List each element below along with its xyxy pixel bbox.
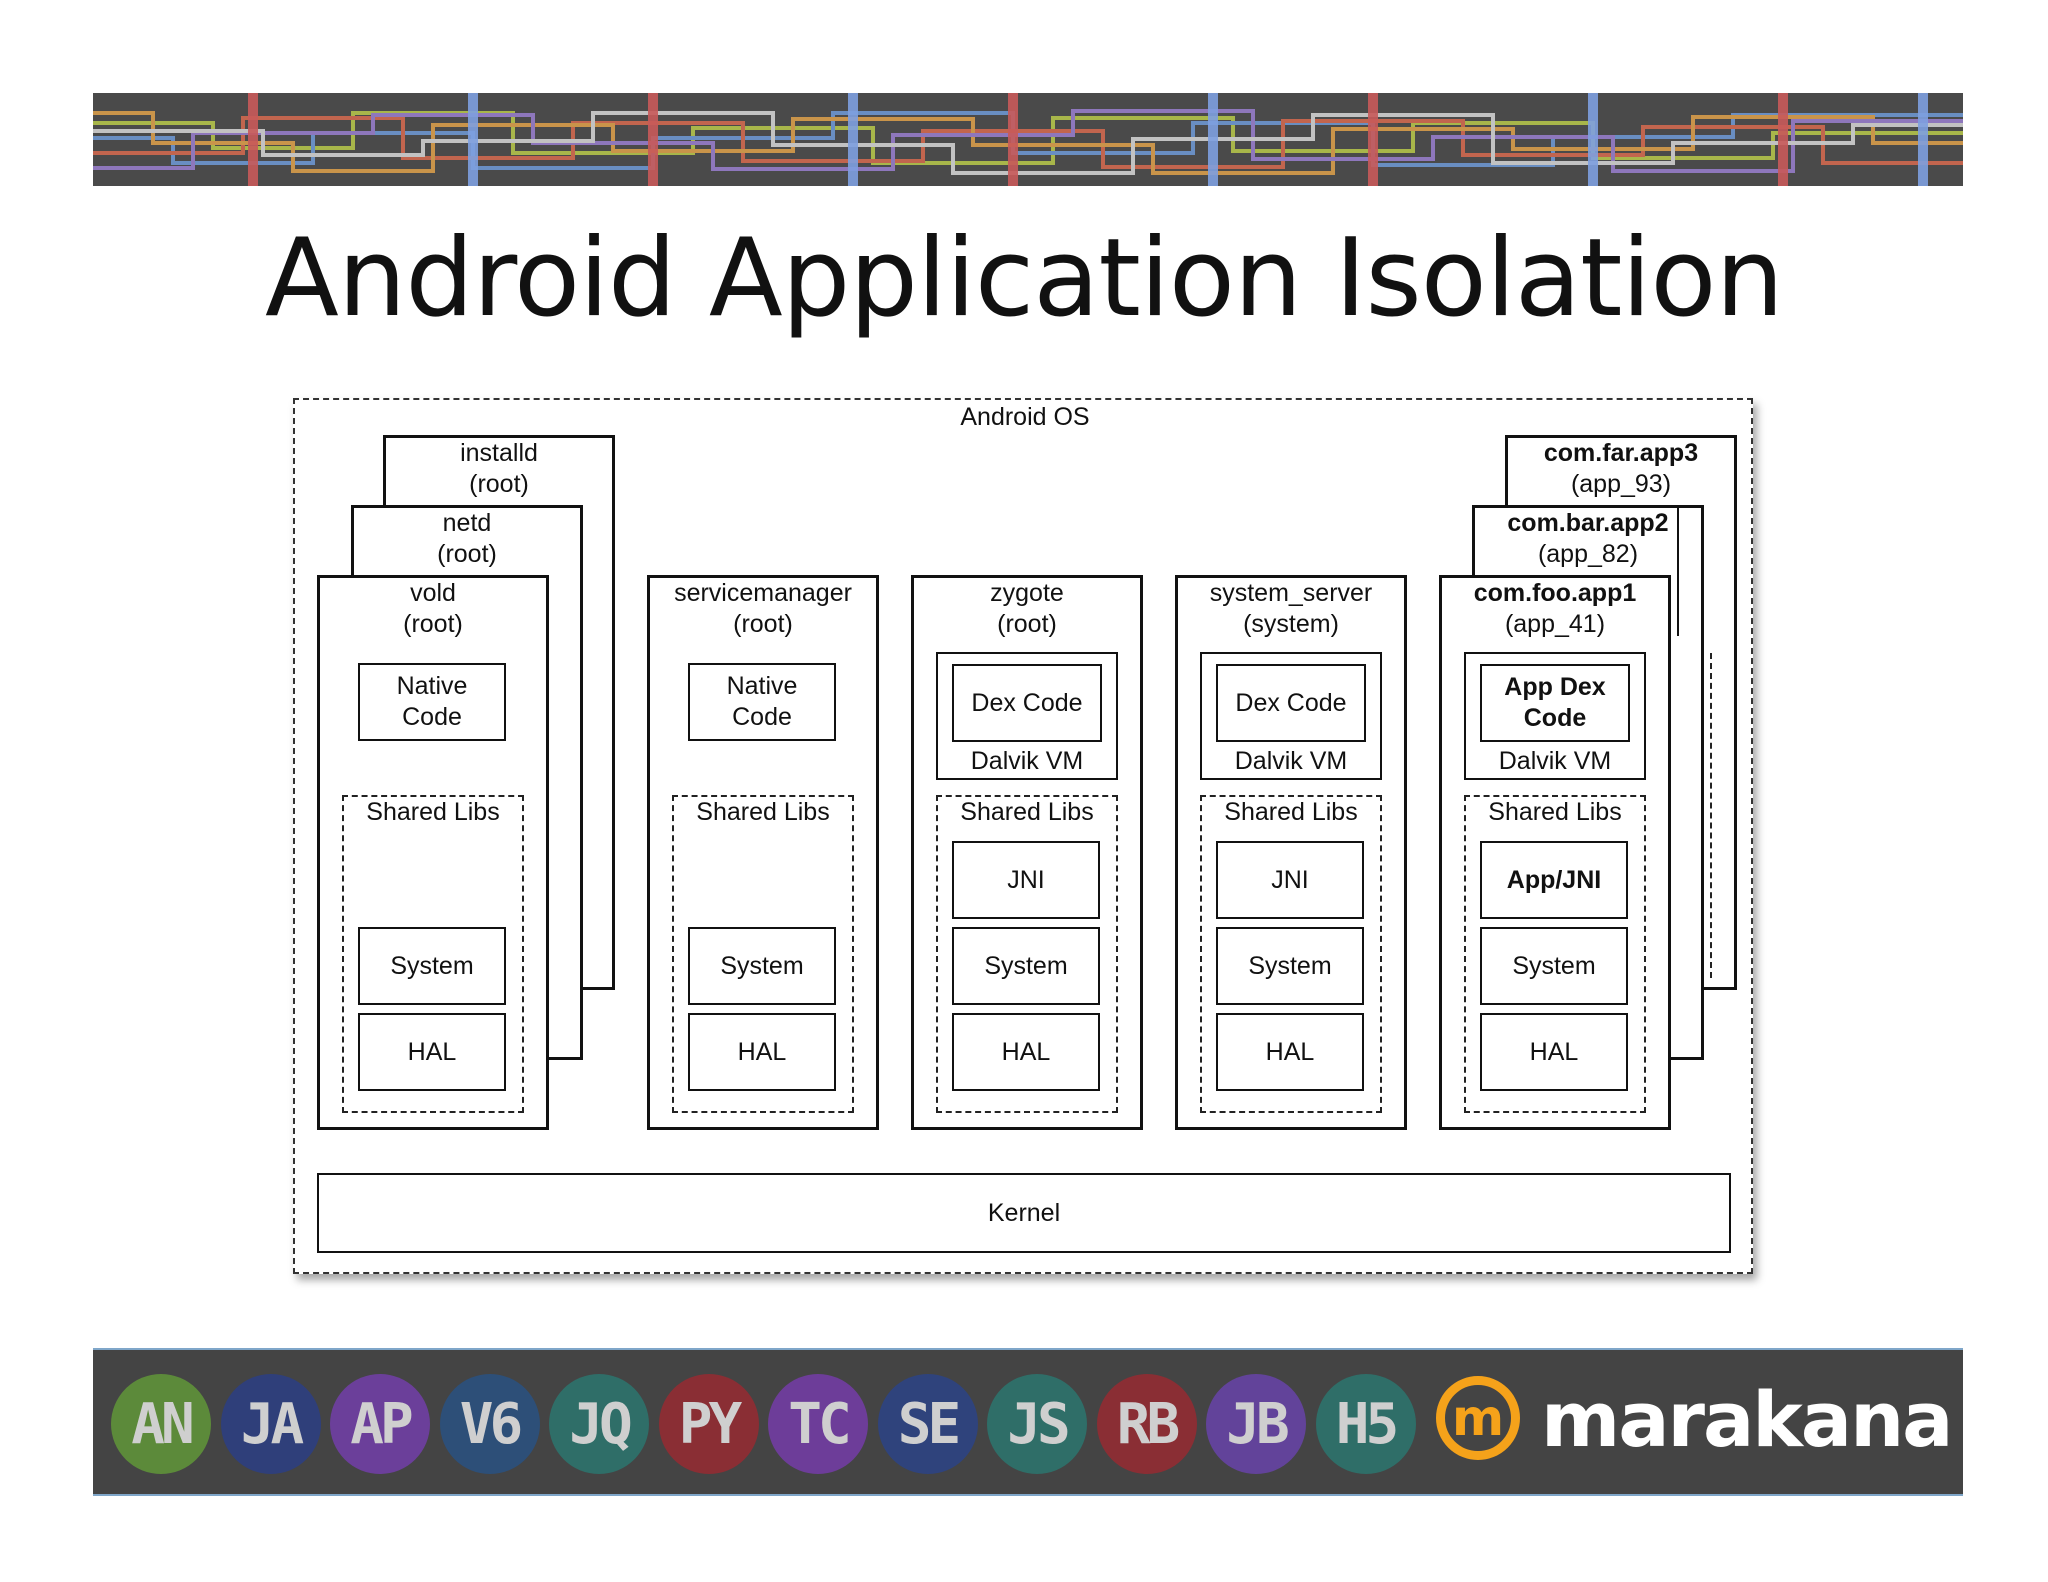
system-server-hal: HAL [1216,1013,1364,1091]
zygote-user: (root) [997,610,1057,638]
zygote-hal: HAL [952,1013,1100,1091]
app1-dalvik-vm: App Dex Code Dalvik VM [1464,652,1646,780]
system-server-jni: JNI [1216,841,1364,919]
marakana-logo-icon: m [1436,1376,1520,1460]
app1-shared-libs-label: Shared Libs [1488,798,1622,826]
course-badge-jq: JQ [549,1374,649,1474]
app3-shared-edge [1710,653,1712,978]
course-badge-se: SE [877,1374,978,1474]
app2-name: com.bar.app2 [1507,509,1669,537]
servicemanager-shared-libs-label: Shared Libs [696,798,830,826]
zygote-name: zygote [990,579,1064,607]
circuit-pattern-graphic [93,93,1963,186]
app1-process: com.foo.app1 (app_41) App Dex Code Dalvi… [1439,575,1671,1130]
app1-name: com.foo.app1 [1473,579,1637,607]
netd-name: netd [442,509,492,537]
zygote-system: System [952,927,1100,1005]
vold-user: (root) [403,610,463,638]
system-server-shared-libs-label: Shared Libs [1224,798,1358,826]
zygote-dalvik-vm: Dex Code Dalvik VM [936,652,1118,780]
netd-user: (root) [437,540,497,568]
header-banner [93,93,1963,186]
course-badge-jb: JB [1206,1374,1306,1474]
servicemanager-native-code: Native Code [688,663,836,741]
course-badge-ap: AP [330,1374,430,1474]
vold-shared-libs: Shared Libs System HAL [342,795,524,1113]
vold-hal: HAL [358,1013,506,1091]
course-badge-h5: H5 [1315,1374,1416,1474]
marakana-logo-text: marakana [1541,1375,1953,1464]
servicemanager-name: servicemanager [674,579,852,607]
course-badge-ja: JA [220,1374,321,1474]
zygote-shared-libs-label: Shared Libs [960,798,1094,826]
app1-dalvik-vm-label: Dalvik VM [1498,747,1612,775]
vold-shared-libs-label: Shared Libs [366,798,500,826]
course-badge-an: AN [111,1374,211,1474]
zygote-process: zygote (root) Dex Code Dalvik VM Shared … [911,575,1143,1130]
system-server-user: (system) [1243,610,1339,638]
android-os-container: Android OS installd (root) netd (root) v… [293,398,1753,1274]
servicemanager-system: System [688,927,836,1005]
zygote-jni: JNI [952,841,1100,919]
course-badge-tc: TC [768,1374,868,1474]
system-server-name: system_server [1209,579,1373,607]
system-server-dex-code: Dex Code [1216,664,1366,742]
vold-native-code: Native Code [358,663,506,741]
course-badge-v6: V6 [439,1374,540,1474]
system-server-shared-libs: Shared Libs JNI System HAL [1200,795,1382,1113]
slide-title: Android Application Isolation [265,216,1784,341]
vold-process: vold (root) Native Code Shared Libs Syst… [317,575,549,1130]
app2-user: (app_82) [1537,540,1639,568]
app1-user: (app_41) [1504,610,1606,638]
zygote-shared-libs: Shared Libs JNI System HAL [936,795,1118,1113]
servicemanager-shared-libs: Shared Libs System HAL [672,795,854,1113]
installd-name: installd [460,439,538,467]
servicemanager-process: servicemanager (root) Native Code Shared… [647,575,879,1130]
system-server-process: system_server (system) Dex Code Dalvik V… [1175,575,1407,1130]
course-badge-py: PY [658,1374,759,1474]
app1-shared-libs: Shared Libs App/JNI System HAL [1464,795,1646,1113]
zygote-dalvik-vm-label: Dalvik VM [970,747,1084,775]
app1-app-jni: App/JNI [1480,841,1628,919]
zygote-dex-code: Dex Code [952,664,1102,742]
app1-hal: HAL [1480,1013,1628,1091]
servicemanager-user: (root) [733,610,793,638]
vold-system: System [358,927,506,1005]
app1-dex-code: App Dex Code [1480,664,1630,742]
course-badge-js: JS [987,1374,1087,1474]
kernel: Kernel [317,1173,1731,1253]
installd-user: (root) [469,470,529,498]
app3-user: (app_93) [1570,470,1672,498]
vold-name: vold [410,579,456,607]
app3-name: com.far.app3 [1543,439,1699,467]
system-server-system: System [1216,927,1364,1005]
servicemanager-hal: HAL [688,1013,836,1091]
app2-vm-edge [1677,508,1679,636]
system-server-dalvik-vm-label: Dalvik VM [1234,747,1348,775]
system-server-dalvik-vm: Dex Code Dalvik VM [1200,652,1382,780]
app1-system: System [1480,927,1628,1005]
android-os-label: Android OS [960,403,1090,431]
course-badge-rb: RB [1096,1374,1197,1474]
